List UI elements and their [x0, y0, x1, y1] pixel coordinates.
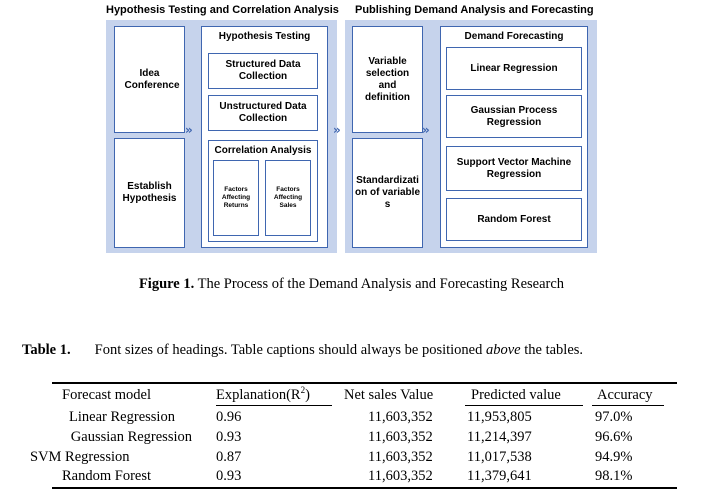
table-cell: 94.9% — [595, 449, 633, 465]
variable-selection-label: Variable selection and definition — [365, 55, 410, 103]
standardization-label: Standardization of variables — [354, 175, 420, 210]
column-header: Accuracy — [597, 387, 653, 403]
standardization-box: Standardization of variables — [352, 138, 423, 248]
establish-hypothesis-box: Establish Hypothesis — [114, 138, 185, 248]
table-caption: Table 1. Font sizes of headings. Table ca… — [22, 342, 583, 359]
table-cell: Linear Regression — [69, 409, 175, 425]
model-label: Linear Regression — [470, 62, 558, 74]
table-cell: 11,603,352 — [368, 449, 433, 465]
table-cell: 11,603,352 — [368, 468, 433, 484]
establish-hypothesis-label: Establish Hypothesis — [122, 181, 177, 204]
header-superscript: 2 — [300, 385, 306, 396]
idea-conference-box: Idea Conference — [114, 26, 185, 133]
unstructured-data-box: Unstructured Data Collection — [208, 95, 318, 131]
header-text: Explanation(R — [216, 387, 301, 403]
table-cell: 11,603,352 — [368, 409, 433, 425]
table-cell: 11,214,397 — [467, 429, 532, 445]
demand-forecasting-title: Demand Forecasting — [464, 31, 564, 42]
table-cell: 0.93 — [216, 468, 242, 484]
column-header: Net sales Value — [344, 387, 434, 403]
model-box-gaussian: Gaussian Process Regression — [446, 95, 582, 138]
model-box-random-forest: Random Forest — [446, 198, 582, 241]
structured-data-box: Structured Data Collection — [208, 53, 318, 89]
column-header: Explanation(R2) — [216, 386, 310, 404]
figure-caption-label: Figure 1. — [138, 276, 195, 292]
table-cell: 0.93 — [216, 429, 242, 445]
correlation-analysis-title: Correlation Analysis — [214, 145, 312, 156]
column-header: Predicted value — [471, 387, 561, 403]
variable-selection-box: Variable selection and definition — [352, 26, 423, 133]
left-section-heading: Hypothesis Testing and Correlation Analy… — [106, 4, 339, 16]
model-box-linear: Linear Regression — [446, 47, 582, 90]
table-cell: 0.87 — [216, 449, 242, 465]
model-label: Gaussian Process Regression — [470, 104, 558, 128]
figure-caption: Figure 1. The Process of the Demand Anal… — [0, 276, 703, 293]
table-cell: 96.6% — [595, 429, 633, 445]
table-cell: SVM Regression — [30, 449, 130, 465]
table-bottom-rule — [52, 487, 677, 489]
table-caption-label: Table 1. — [22, 342, 71, 358]
table-cell: Gaussian Regression — [70, 429, 192, 445]
table-cell: 11,379,641 — [467, 468, 532, 484]
table-cell: Random Forest — [62, 468, 152, 484]
table-caption-text-end: the tables. — [520, 342, 584, 358]
model-box-svm: Support Vector Machine Regression — [446, 146, 582, 191]
header-underline — [465, 405, 583, 406]
table-cell: 11,017,538 — [467, 449, 532, 465]
chevron-right-icon: » — [185, 123, 193, 137]
model-label: Random Forest — [477, 213, 551, 225]
table-cell: 11,953,805 — [467, 409, 532, 425]
figure-caption-text: The Process of the Demand Analysis and F… — [194, 276, 565, 292]
model-label: Support Vector Machine Regression — [456, 156, 572, 180]
factors-sales-box: Factors Affecting Sales — [265, 160, 311, 236]
header-underline — [216, 405, 332, 406]
table-cell: 98.1% — [595, 468, 633, 484]
chevron-right-icon: » — [333, 123, 341, 137]
factors-returns-box: Factors Affecting Returns — [213, 160, 259, 236]
header-underline — [592, 405, 664, 406]
right-section-heading: Publishing Demand Analysis and Forecasti… — [355, 4, 594, 16]
table-cell: 0.96 — [216, 409, 242, 425]
idea-conference-label: Idea Conference — [124, 67, 180, 91]
structured-data-label: Structured Data Collection — [225, 59, 301, 82]
column-header: Forecast model — [62, 387, 151, 403]
hypothesis-testing-title: Hypothesis Testing — [218, 31, 311, 42]
table-caption-emphasis: above — [486, 342, 521, 358]
table-top-rule — [52, 382, 677, 384]
chevron-right-icon: » — [422, 123, 430, 137]
table-cell: 97.0% — [595, 409, 633, 425]
unstructured-data-label: Unstructured Data Collection — [219, 101, 307, 124]
factors-returns-label: Factors Affecting Returns — [221, 186, 251, 209]
table-caption-text: Font sizes of headings. Table captions s… — [94, 342, 486, 358]
table-cell: 11,603,352 — [368, 429, 433, 445]
factors-sales-label: Factors Affecting Sales — [273, 186, 303, 209]
header-text: ) — [305, 387, 310, 403]
